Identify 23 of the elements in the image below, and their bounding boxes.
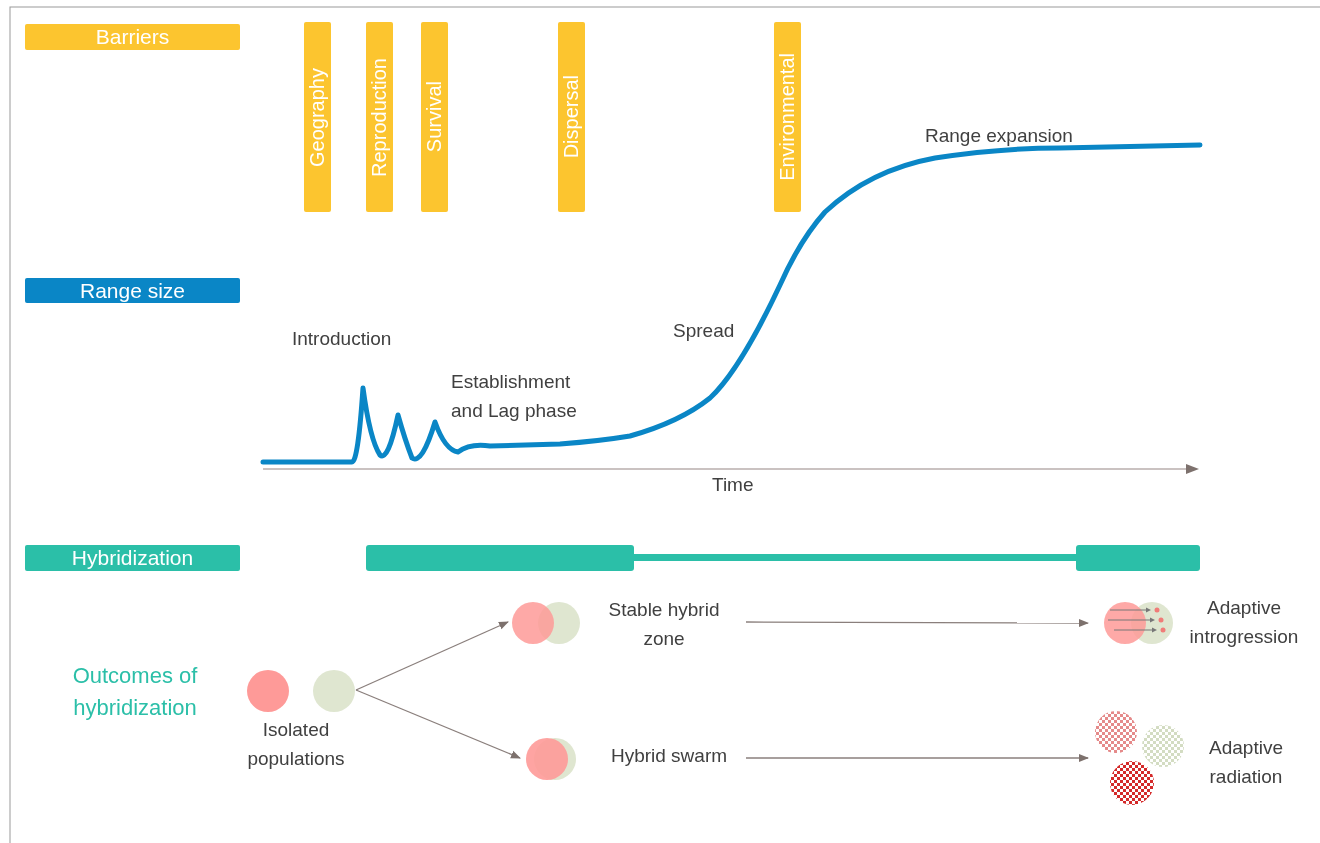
arrow	[355, 621, 509, 691]
category-bar: Barriers	[25, 24, 240, 50]
outcome-label: Stable hybrid zone	[607, 598, 721, 651]
axis-label: Time	[712, 473, 755, 497]
outcome-label: Isolated populations	[246, 718, 346, 771]
section-heading: Outcomes of hybridization	[71, 662, 199, 722]
outcome-label: Adaptive introgression	[1188, 596, 1300, 649]
category-bar: Hybridization	[25, 545, 240, 571]
barrier-bar: Reproduction	[366, 22, 393, 212]
arrow	[745, 754, 1089, 762]
barrier-bar: Survival	[421, 22, 448, 212]
stage-label: Establishment and Lag phase	[451, 370, 578, 423]
stage-label: Introduction	[292, 327, 393, 351]
arrow	[355, 689, 521, 759]
outcome-label: Adaptive radiation	[1208, 736, 1284, 789]
category-bar: Range size	[25, 278, 240, 303]
arrow	[745, 618, 1089, 627]
outcome-label: Hybrid swarm	[609, 744, 729, 768]
barrier-bar: Environmental	[774, 22, 801, 212]
barrier-bar: Geography	[304, 22, 331, 212]
stage-label: Range expansion	[925, 124, 1074, 148]
stage-label: Spread	[673, 319, 736, 343]
barrier-bar: Dispersal	[558, 22, 585, 212]
